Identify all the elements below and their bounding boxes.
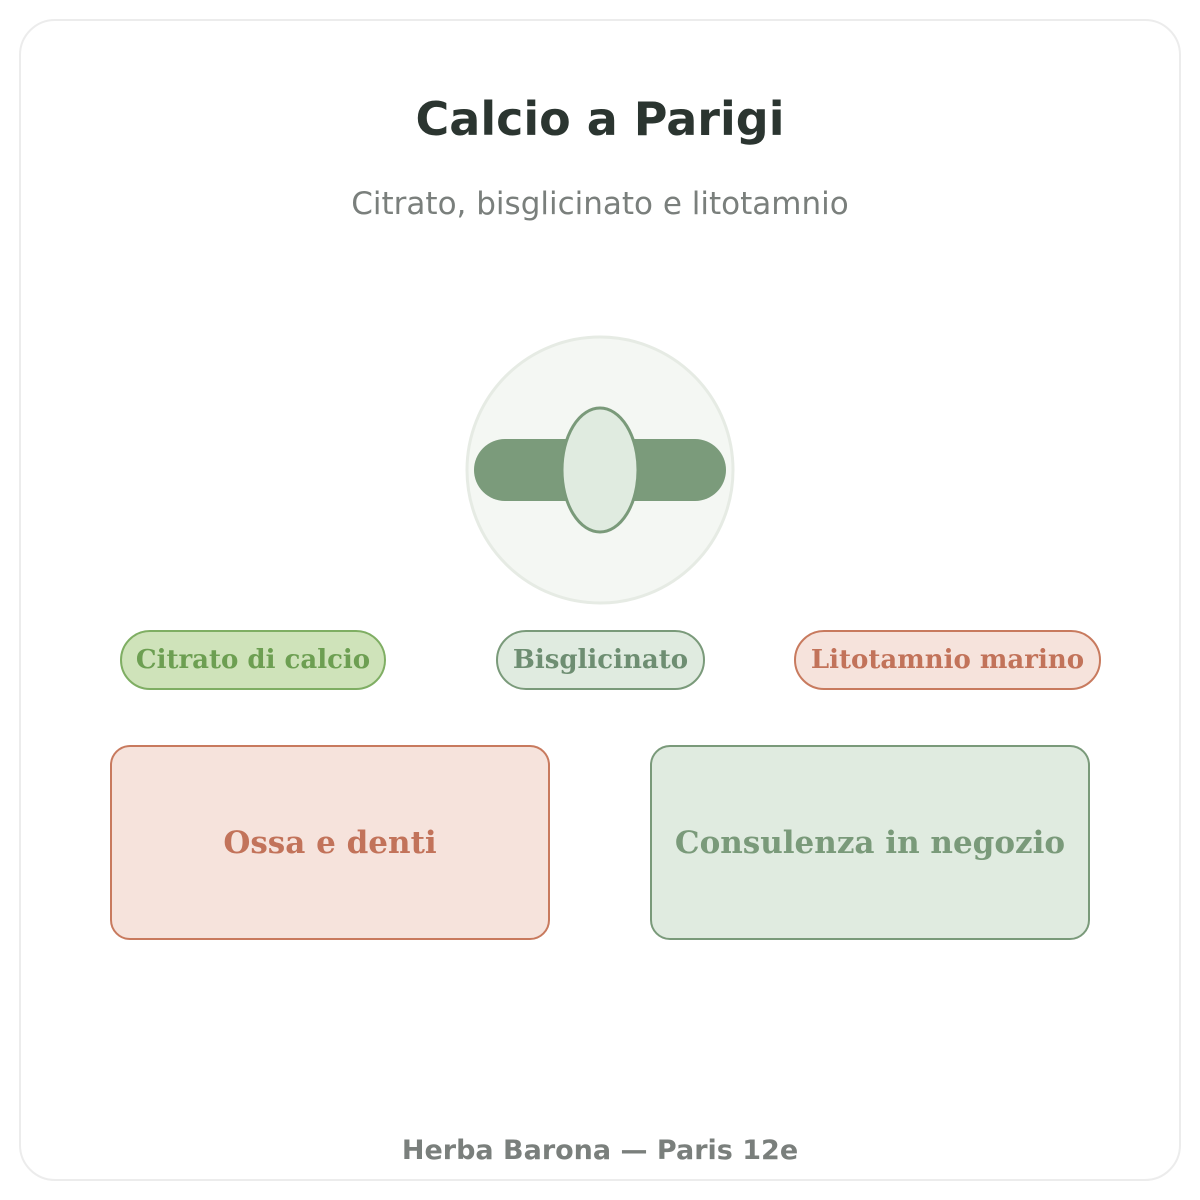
- benefit-box-label: Consulenza in negozio: [674, 824, 1066, 861]
- benefit-box-consulenza: Consulenza in negozio: [650, 745, 1090, 940]
- tag-litotamnio-marino: Litotamnio marino: [794, 630, 1101, 690]
- tag-bisglicinato: Bisglicinato: [496, 630, 705, 690]
- capsule-icon: [465, 335, 735, 605]
- page-title: Calcio a Parigi: [415, 92, 785, 146]
- footer-shop-name: Herba Barona — Paris 12e: [401, 1135, 799, 1166]
- benefit-box-ossa-e-denti: Ossa e denti: [110, 745, 550, 940]
- tag-citrato-di-calcio: Citrato di calcio: [120, 630, 386, 690]
- benefit-box-label: Ossa e denti: [223, 824, 437, 861]
- page-subtitle: Citrato, bisglicinato e litotamnio: [351, 186, 849, 222]
